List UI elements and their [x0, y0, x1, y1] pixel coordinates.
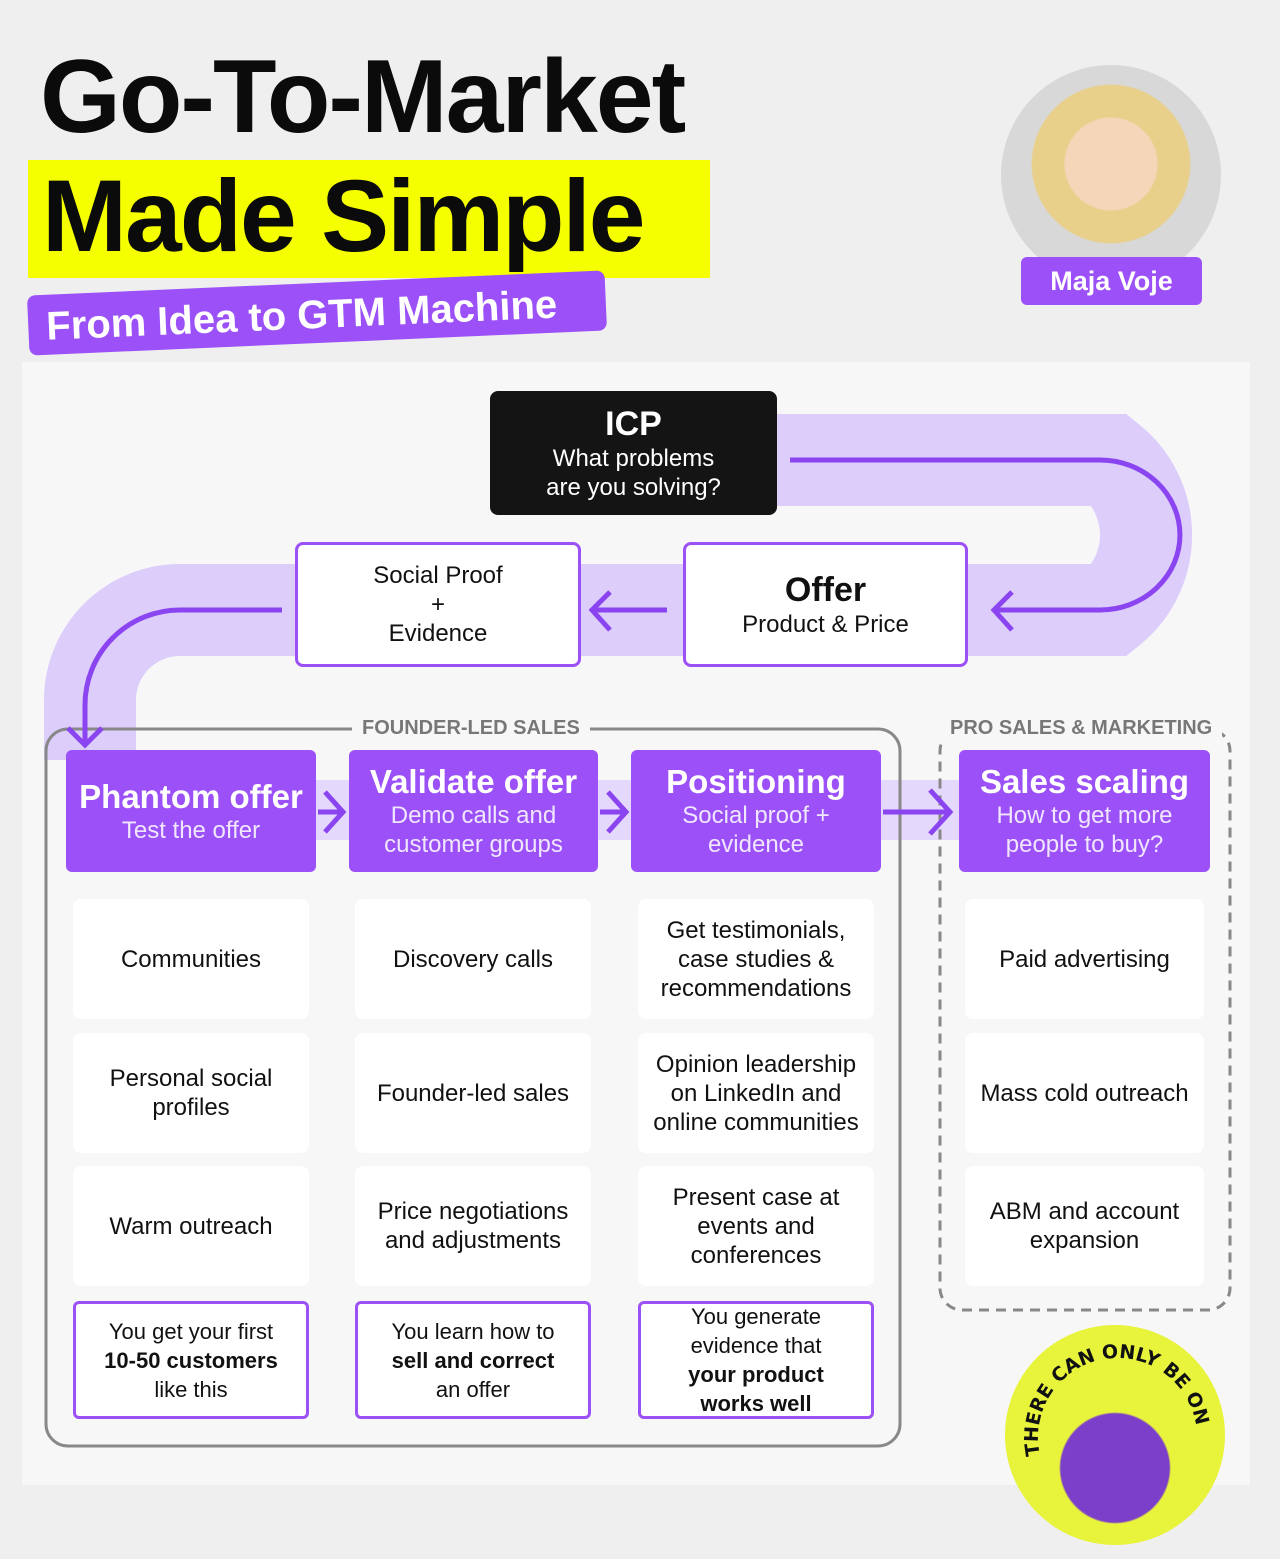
tactic-card: Mass cold outreach [965, 1033, 1204, 1153]
stage-header: Sales scaling How to get more people to … [959, 750, 1210, 872]
stage-header: Positioning Social proof + evidence [631, 750, 881, 872]
stage-subtitle: Social proof + evidence [682, 802, 830, 858]
tactic-card: Communities [73, 899, 309, 1019]
icp-subtitle-1: What problems [552, 444, 715, 472]
svg-text:THERE CAN ONLY BE ONE: THERE CAN ONLY BE ONE [1005, 1325, 1213, 1458]
stage-title: Sales scaling [979, 763, 1190, 800]
stage-subtitle: How to get more people to buy? [996, 802, 1173, 858]
outcome-pre: You generate evidence that [690, 1304, 822, 1358]
tactic-card: Opinion leadership on LinkedIn and onlin… [638, 1033, 874, 1153]
icp-title: ICP [605, 404, 662, 443]
sticker-text-ring: THERE CAN ONLY BE ONE [999, 1308, 1213, 1458]
arrow-col3-col4 [883, 788, 954, 836]
tactic-card: ABM and account expansion [965, 1166, 1204, 1286]
arrow-col1-col2 [318, 790, 347, 834]
tactic-text: Mass cold outreach [980, 1079, 1189, 1107]
author-avatar [1001, 65, 1221, 285]
outcome-post: like this [154, 1376, 228, 1402]
icp-subtitle-2: are you solving? [546, 473, 721, 501]
founder-led-label: FOUNDER-LED SALES [352, 717, 590, 740]
sticker-badge: THERE CAN ONLY BE ONE [999, 1308, 1225, 1545]
stage-title: Validate offer [369, 763, 578, 800]
stage-subtitle: Test the offer [121, 816, 261, 844]
tactic-text: Warm outreach [109, 1212, 273, 1240]
title-line-2: Made Simple [42, 159, 646, 273]
outcome-bold: 10-50 customers [104, 1347, 278, 1373]
tactic-card: Price negotiations and adjustments [355, 1166, 591, 1286]
outcome-bold: sell and correct [391, 1347, 555, 1373]
tactic-text: Paid advertising [999, 945, 1170, 973]
offer-title: Offer [784, 571, 867, 609]
tactic-text: Founder-led sales [376, 1079, 570, 1107]
social-proof-line-2: + [430, 591, 445, 618]
tactic-card: Warm outreach [73, 1166, 309, 1286]
title-highlight [28, 160, 710, 278]
arrow-offer-to-proof [588, 590, 667, 632]
tactic-card: Paid advertising [965, 899, 1204, 1019]
offer-subtitle: Product & Price [742, 611, 909, 638]
stage-header: Validate offer Demo calls and customer g… [349, 750, 598, 872]
tactic-text: Personal social profiles [109, 1065, 273, 1121]
tactic-text: Price negotiations and adjustments [377, 1198, 569, 1254]
tactic-text: Present case at events and conferences [672, 1183, 840, 1269]
tactic-card: Present case at events and conferences [638, 1166, 874, 1286]
offer-box: Offer Product & Price [683, 542, 968, 667]
arrow-col2-col3 [600, 790, 630, 834]
author-name: Maja Voje [1021, 257, 1202, 305]
tactic-text: Get testimonials, case studies & recomme… [660, 916, 852, 1002]
tactic-text: Opinion leadership on LinkedIn and onlin… [653, 1050, 859, 1136]
icp-box: ICP What problems are you solving? [490, 391, 777, 515]
social-proof-box: Social Proof + Evidence [295, 542, 581, 667]
social-proof-line-3: Evidence [388, 620, 488, 647]
outcome-card: You learn how to sell and correct an off… [355, 1301, 591, 1419]
stage-header: Phantom offer Test the offer [66, 750, 316, 872]
tactic-card: Discovery calls [355, 899, 591, 1019]
sticker-text: THERE CAN ONLY BE ONE [999, 1308, 1213, 1458]
tactic-text: ABM and account expansion [989, 1198, 1180, 1254]
outcome-card: You get your first 10-50 customers like … [73, 1301, 309, 1419]
tactic-card: Founder-led sales [355, 1033, 591, 1153]
title-line-1: Go-To-Market [40, 39, 686, 155]
tactic-card: Get testimonials, case studies & recomme… [638, 899, 874, 1019]
outcome-post: an offer [435, 1376, 511, 1402]
tactic-card: Personal social profiles [73, 1033, 309, 1153]
tactic-text: Communities [120, 945, 262, 973]
arrow-proof-to-phantom [66, 607, 282, 749]
arrow-icp-to-offer [790, 457, 1183, 632]
outcome-pre: You get your first [108, 1318, 274, 1344]
outcome-card: You generate evidence that your product … [638, 1301, 874, 1419]
stage-title: Phantom offer [79, 777, 303, 815]
outcome-bold: your product works well [688, 1362, 824, 1416]
stage-subtitle: Demo calls and customer groups [384, 802, 563, 858]
tactic-text: Discovery calls [392, 945, 554, 973]
stage-title: Positioning [666, 763, 846, 800]
outcome-pre: You learn how to [391, 1318, 555, 1344]
social-proof-line-1: Social Proof [373, 562, 503, 589]
pro-sales-label: PRO SALES & MARKETING [940, 717, 1223, 740]
